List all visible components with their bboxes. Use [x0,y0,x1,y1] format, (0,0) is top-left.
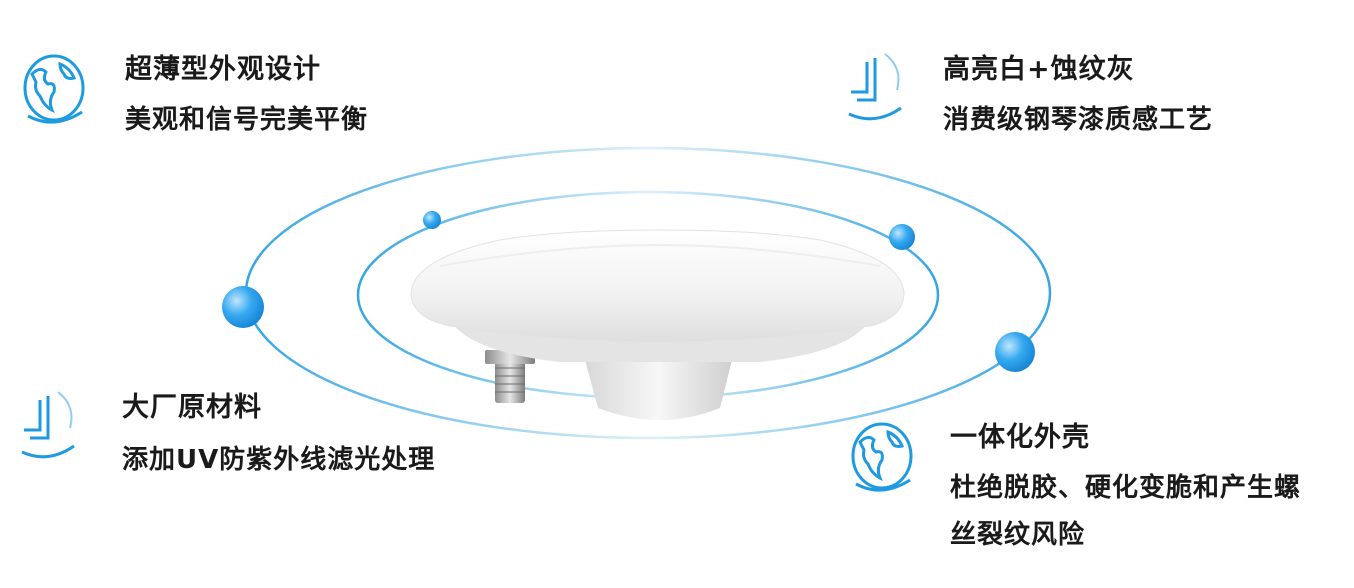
feature-finish: 高亮白+蚀纹灰 消费级钢琴漆质感工艺 [943,56,1213,138]
corner-bracket-icon [18,386,78,466]
antenna-connector [495,358,525,403]
orbit-ball [222,286,264,328]
orbit-ball [995,332,1035,372]
antenna-dome [410,229,905,343]
antenna-base [585,360,732,420]
feature-desc: 杜绝脱胶、硬化变脆和产生螺 [950,473,1302,503]
feature-desc: 添加UV防紫外线滤光处理 [122,445,436,475]
feature-title: 超薄型外观设计 [125,54,321,85]
orbit-ball [889,224,915,250]
globe-icon [848,418,916,496]
feature-title: 高亮白+蚀纹灰 [943,54,1135,85]
feature-integrated-shell: 一体化外壳 杜绝脱胶、硬化变脆和产生螺 丝裂纹风险 [950,424,1301,553]
feature-desc: 丝裂纹风险 [950,520,1086,551]
orbit-ball [423,211,441,229]
feature-thin-design: 超薄型外观设计 美观和信号完美平衡 [125,56,368,138]
feature-title: 一体化外壳 [950,422,1090,453]
corner-bracket-icon [845,48,905,128]
feature-title: 大厂原材料 [122,392,262,423]
feature-desc: 消费级钢琴漆质感工艺 [943,105,1214,135]
globe-icon [20,50,88,128]
feature-materials: 大厂原材料 添加UV防紫外线滤光处理 [122,394,435,478]
feature-desc: 美观和信号完美平衡 [125,105,369,135]
